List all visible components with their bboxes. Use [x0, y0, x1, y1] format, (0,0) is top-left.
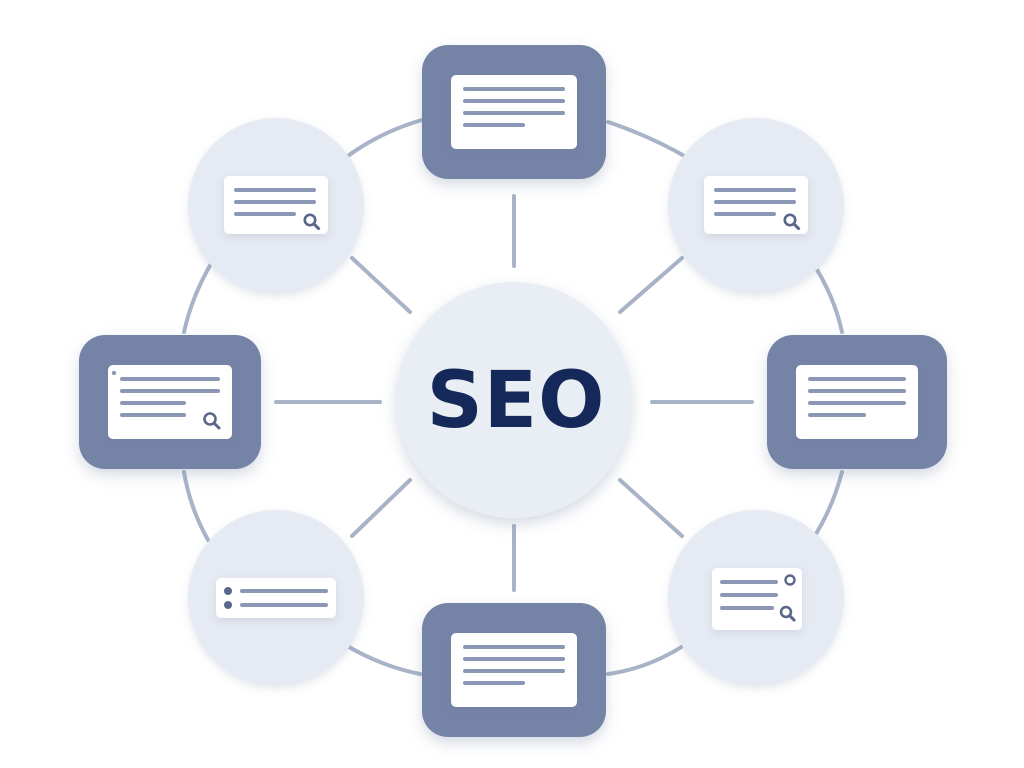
- text-lines: [714, 188, 796, 216]
- spoke-line: [618, 256, 684, 314]
- hub-circle: [396, 282, 632, 518]
- text-lines: [463, 645, 565, 685]
- text-lines: [463, 87, 565, 127]
- top-right-node: [668, 118, 844, 294]
- spoke-line: [618, 478, 684, 538]
- top-node: [422, 45, 606, 179]
- ring-arc: [606, 642, 688, 676]
- text-lines: [808, 377, 906, 417]
- text-lines: [720, 580, 778, 610]
- search-icon: [203, 412, 221, 430]
- bottom-left-node: [188, 510, 364, 686]
- top-left-node: [188, 118, 364, 294]
- bullet-list-icon: [224, 587, 328, 609]
- ring-arc: [810, 470, 844, 542]
- text-lines: [120, 377, 220, 417]
- search-icon: [303, 213, 321, 231]
- search-icon: [783, 213, 801, 231]
- ring-arc: [606, 120, 690, 160]
- bottom-right-node: [668, 510, 844, 686]
- circle-icon: [784, 574, 796, 586]
- doc-card: [216, 578, 336, 618]
- right-node: [767, 335, 947, 469]
- doc-card: [712, 568, 802, 630]
- ring-arc: [343, 118, 424, 160]
- ring-arc: [182, 470, 210, 542]
- text-lines: [234, 188, 316, 216]
- spokes: [274, 194, 754, 592]
- spoke-line: [350, 478, 412, 538]
- bottom-node: [422, 603, 606, 737]
- bullet-dot: [111, 370, 117, 376]
- ring-arc: [810, 260, 844, 334]
- ring-arc: [342, 642, 422, 676]
- left-node: [79, 335, 261, 469]
- spoke-line: [350, 256, 412, 314]
- search-icon: [779, 605, 796, 622]
- ring-arc: [182, 260, 214, 334]
